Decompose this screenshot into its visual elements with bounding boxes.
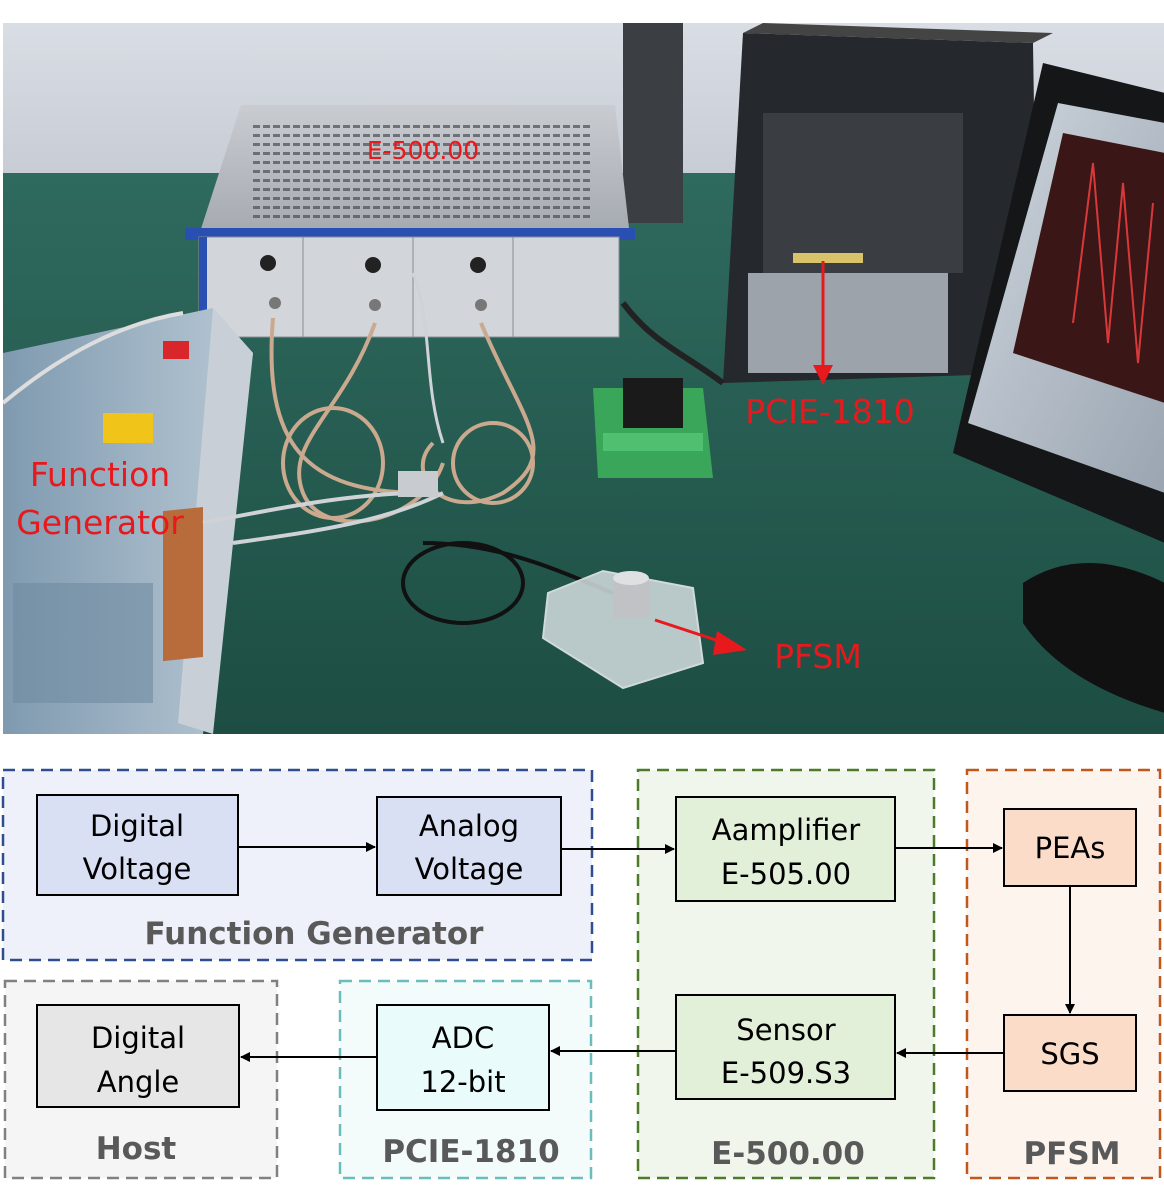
function-generator-photo-label-line1: Function xyxy=(30,455,170,494)
svg-text:E-505.00: E-505.00 xyxy=(721,857,851,891)
group-title-pfsm: PFSM xyxy=(1023,1136,1120,1172)
monitor xyxy=(953,63,1164,713)
svg-text:Angle: Angle xyxy=(97,1065,180,1099)
svg-text:PEAs: PEAs xyxy=(1035,831,1106,865)
e500-chassis xyxy=(185,105,635,338)
block-peas: PEAs xyxy=(1003,808,1137,887)
block-digital-voltage: Digital Voltage xyxy=(36,794,239,896)
svg-text:Voltage: Voltage xyxy=(83,852,192,886)
group-title-host: Host xyxy=(96,1131,177,1167)
block-adc: ADC 12-bit xyxy=(376,1004,550,1111)
svg-text:ADC: ADC xyxy=(432,1021,494,1055)
svg-text:Voltage: Voltage xyxy=(415,852,524,886)
svg-text:Digital: Digital xyxy=(91,1021,185,1055)
pfsm-photo-label: PFSM xyxy=(774,637,862,676)
flow-arrows xyxy=(238,842,1075,1062)
block-amplifier: Aamplifier E-505.00 xyxy=(675,796,896,902)
system-block-diagram: Function Generator E-500.00 PFSM Host PC… xyxy=(1,768,1162,1180)
lab-setup-photo: E-500.00 PCIE-1810 Function Generator PF… xyxy=(3,23,1164,734)
cables xyxy=(3,272,725,625)
group-title-function-generator: Function Generator xyxy=(145,916,485,952)
pfsm-device xyxy=(541,569,705,690)
block-digital-angle: Digital Angle xyxy=(36,1004,240,1108)
block-sensor: Sensor E-509.S3 xyxy=(675,994,896,1100)
svg-text:Sensor: Sensor xyxy=(736,1013,835,1047)
annotation-arrows xyxy=(654,261,833,655)
pc-tower xyxy=(723,23,1053,383)
svg-text:Aamplifier: Aamplifier xyxy=(712,813,860,847)
svg-text:12-bit: 12-bit xyxy=(420,1065,505,1099)
group-title-e500: E-500.00 xyxy=(711,1136,865,1172)
block-analog-voltage: Analog Voltage xyxy=(376,796,562,896)
group-title-pcie: PCIE-1810 xyxy=(382,1134,559,1170)
svg-text:E-509.S3: E-509.S3 xyxy=(721,1056,851,1090)
pcie-photo-label: PCIE-1810 xyxy=(745,392,914,431)
function-generator-photo-label-line2: Generator xyxy=(16,503,184,542)
svg-text:SGS: SGS xyxy=(1040,1037,1099,1071)
svg-text:Analog: Analog xyxy=(419,809,519,843)
e500-photo-label: E-500.00 xyxy=(367,136,479,165)
block-sgs: SGS xyxy=(1003,1014,1137,1092)
svg-text:Digital: Digital xyxy=(90,809,184,843)
terminal-board xyxy=(593,378,713,478)
